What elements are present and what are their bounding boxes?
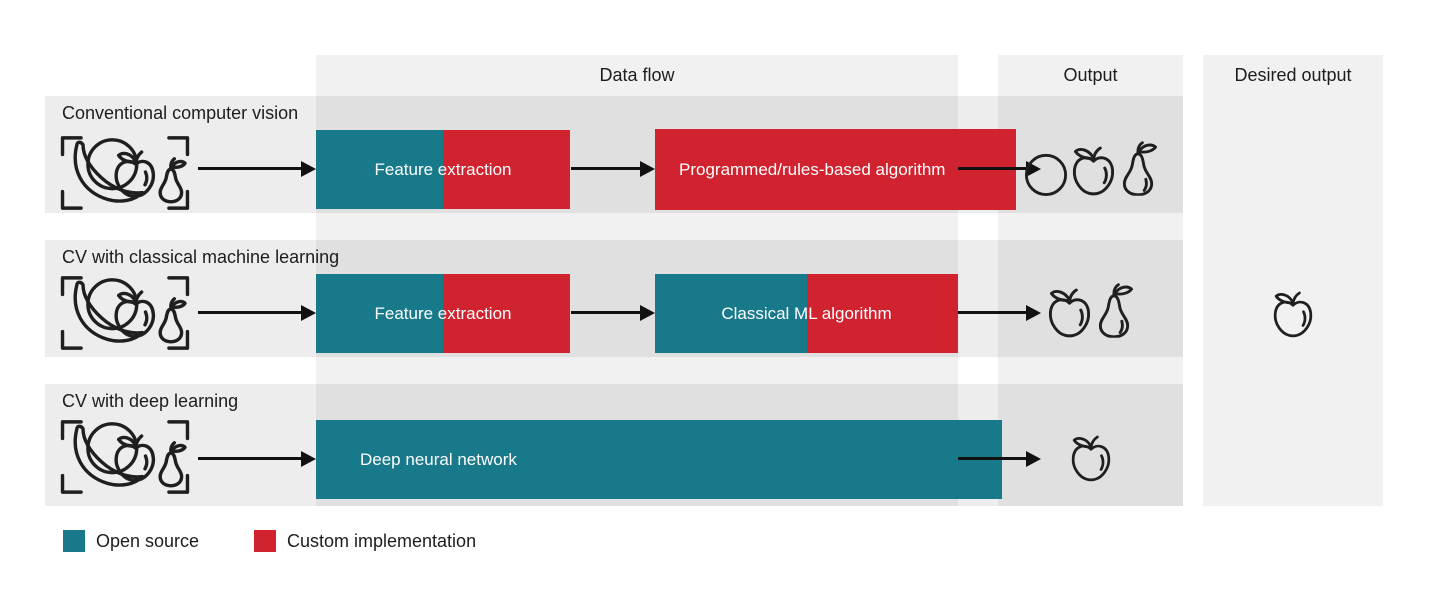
apple-icon <box>1272 290 1314 338</box>
desired-output-fruit <box>1203 282 1383 338</box>
stage-label: Classical ML algorithm <box>721 303 892 323</box>
stage-label: Deep neural network <box>360 449 517 469</box>
open-source-swatch <box>63 530 85 552</box>
output-header: Output <box>1063 64 1118 85</box>
stage-deep-neural-network: Deep neural network <box>316 420 1002 499</box>
legend-label: Custom implementation <box>287 530 477 551</box>
pear-icon <box>1095 283 1134 338</box>
segment-open-source <box>655 274 807 353</box>
segment-open-source <box>316 130 443 209</box>
segment-custom <box>443 274 570 353</box>
fruit-photo-icon <box>55 416 195 498</box>
legend-label: Open source <box>96 530 200 551</box>
custom-implementation-swatch <box>254 530 276 552</box>
row-label-conventional: Conventional computer vision <box>62 103 299 123</box>
arrow-input-row1 <box>198 167 301 170</box>
apple-icon <box>1047 287 1092 338</box>
stage-feature-extraction-row2: Feature extraction <box>316 274 570 353</box>
legend-item-custom-implementation: Custom implementation <box>254 529 476 553</box>
data-flow-header: Data flow <box>599 64 675 85</box>
output-fruits-row3 <box>998 430 1183 482</box>
arrow-output-row1 <box>958 167 1026 170</box>
fruit-photo-icon <box>55 132 195 214</box>
stage-label: Feature extraction <box>374 303 512 323</box>
output-column-band <box>998 55 1183 506</box>
legend-item-open-source: Open source <box>63 529 199 553</box>
arrow-output-row2 <box>958 311 1026 314</box>
segment-custom <box>443 130 570 209</box>
segment-custom <box>806 274 958 353</box>
output-fruits-row2 <box>998 282 1183 338</box>
arrow-input-row2 <box>198 311 301 314</box>
desired-output-column-band <box>1203 55 1383 506</box>
row-label-deep-learning: CV with deep learning <box>62 391 239 411</box>
apple-icon <box>1071 145 1116 196</box>
fruit-photo-icon <box>55 272 195 354</box>
stage-classical-ml-algorithm: Classical ML algorithm <box>655 274 958 353</box>
pear-icon <box>1119 141 1158 196</box>
stage-label: Feature extraction <box>374 159 512 179</box>
stage-feature-extraction-row1: Feature extraction <box>316 130 570 209</box>
arrow-input-row3 <box>198 457 301 460</box>
row-label-classical-ml: CV with classical machine learning <box>62 247 340 267</box>
stage-programmed-rules-based: Programmed/rules-based algorithm <box>655 129 1016 210</box>
segment-open-source <box>316 274 443 353</box>
orange-icon <box>1024 152 1068 196</box>
arrow-mid-row2 <box>571 311 640 314</box>
arrow-mid-row1 <box>571 167 640 170</box>
segment-open-source <box>316 420 1002 499</box>
stage-label: Programmed/rules-based algorithm <box>679 159 946 179</box>
apple-icon <box>1070 434 1112 482</box>
output-fruits-row1 <box>998 138 1183 196</box>
segment-custom <box>655 129 1016 210</box>
arrow-output-row3 <box>958 457 1026 460</box>
row-band-classical-ml <box>45 240 1183 357</box>
desired-output-header: Desired output <box>1234 64 1352 85</box>
